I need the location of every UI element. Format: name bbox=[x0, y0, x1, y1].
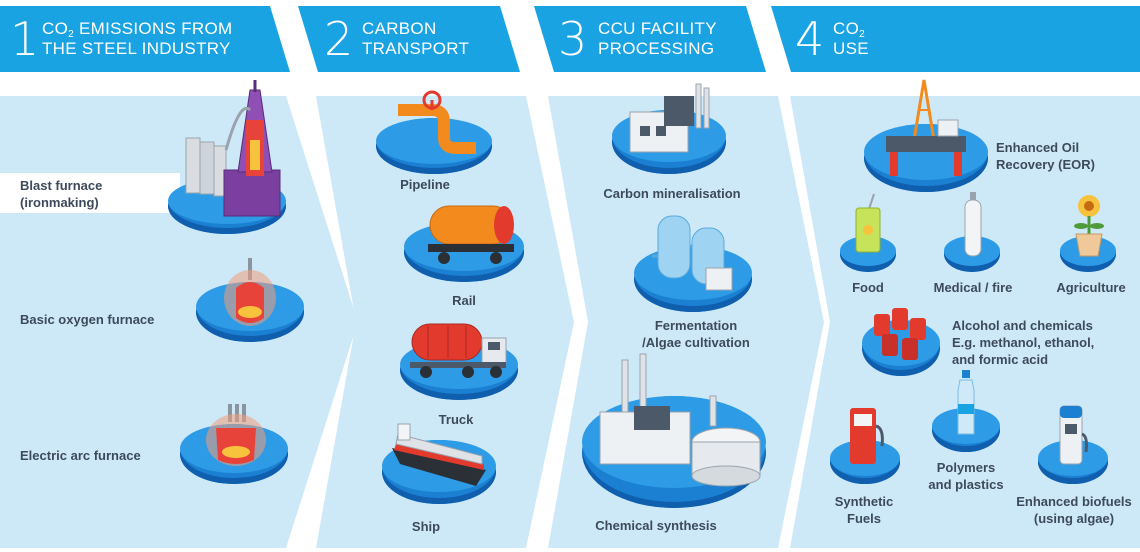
step-3-number: 3 bbox=[558, 12, 588, 66]
eor-label: Enhanced Oil Recovery (EOR) bbox=[996, 139, 1095, 173]
food-drink-icon bbox=[855, 193, 881, 253]
step-1-number: 1 bbox=[10, 12, 40, 66]
oil-rig-icon bbox=[886, 79, 966, 176]
basic-oxygen-furnace-icon bbox=[224, 258, 276, 326]
blast-furnace-label-line2: (ironmaking) bbox=[20, 195, 99, 210]
step-3-title-line1: CCU FACILITY bbox=[598, 19, 717, 38]
alcohol-label-line2: E.g. methanol, ethanol, bbox=[952, 335, 1095, 350]
alcohol-label-line3: and formic acid bbox=[952, 352, 1049, 367]
truck-label: Truck bbox=[438, 412, 474, 427]
step-1-title-pre: CO bbox=[42, 19, 69, 38]
rail-label: Rail bbox=[452, 293, 476, 308]
step-1-header: 1 CO2 EMISSIONS FROM THE STEEL INDUSTRY bbox=[0, 6, 290, 72]
step-4-title: CO2 USE bbox=[833, 19, 869, 59]
step-2-header: 2 CARBON TRANSPORT bbox=[298, 6, 520, 72]
flower-pot-icon bbox=[1074, 195, 1104, 257]
step-4-title-line2: USE bbox=[833, 39, 869, 58]
step-3-header: 3 CCU FACILITY PROCESSING bbox=[534, 6, 766, 72]
step-3-title: CCU FACILITY PROCESSING bbox=[598, 19, 717, 59]
step-4-number: 4 bbox=[795, 12, 825, 66]
electric-arc-furnace-icon bbox=[206, 404, 266, 466]
medical-fire-label: Medical / fire bbox=[933, 280, 1013, 295]
polymers-line2: and plastics bbox=[928, 477, 1004, 492]
polymers-line1: Polymers bbox=[936, 460, 996, 475]
chemical-barrels-icon bbox=[874, 308, 926, 360]
carbon-mineralisation-label: Carbon mineralisation bbox=[603, 186, 741, 201]
basic-oxygen-furnace-label: Basic oxygen furnace bbox=[20, 312, 155, 327]
ship-label: Ship bbox=[411, 519, 441, 534]
step-4-header: 4 CO2 USE bbox=[771, 6, 1140, 72]
step-3-title-line2: PROCESSING bbox=[598, 39, 715, 58]
rail-tank-icon bbox=[428, 205, 514, 264]
polymers-plastics-label: Polymers and plastics bbox=[916, 459, 1016, 493]
synthetic-fuels-line1: Synthetic bbox=[834, 494, 894, 509]
blast-furnace-label-box bbox=[0, 173, 180, 213]
step-2-title-line2: TRANSPORT bbox=[362, 39, 470, 58]
fuel-pump-icon bbox=[850, 408, 884, 464]
gas-cylinder-icon bbox=[964, 192, 982, 257]
step-2-title: CARBON TRANSPORT bbox=[362, 19, 469, 59]
chemical-synthesis-label: Chemical synthesis bbox=[595, 518, 717, 533]
enhanced-biofuels-label: Enhanced biofuels (using algae) bbox=[1008, 493, 1140, 527]
chemical-plant-icon bbox=[599, 353, 761, 487]
step-1-title: CO2 EMISSIONS FROM THE STEEL INDUSTRY bbox=[42, 19, 232, 59]
step-4-title-sub: 2 bbox=[859, 29, 865, 40]
step-2-number: 2 bbox=[324, 12, 354, 66]
eor-label-line1: Enhanced Oil bbox=[996, 140, 1080, 155]
step-1-title-line2: THE STEEL INDUSTRY bbox=[42, 39, 231, 58]
blast-furnace-label: Blast furnace (ironmaking) bbox=[20, 177, 102, 211]
biofuels-line1: Enhanced biofuels bbox=[1016, 494, 1132, 509]
blast-furnace-label-line1: Blast furnace bbox=[20, 178, 103, 193]
electric-arc-furnace-label: Electric arc furnace bbox=[20, 448, 141, 463]
pipeline-label: Pipeline bbox=[400, 177, 450, 192]
fermentation-label: Fermentation /Algae cultivation bbox=[616, 317, 776, 351]
mineralisation-plant-icon bbox=[629, 83, 710, 153]
step-1-title-post: EMISSIONS FROM bbox=[73, 19, 233, 38]
step-4-title-pre: CO bbox=[833, 19, 860, 38]
alcohol-label-line1: Alcohol and chemicals bbox=[952, 318, 1093, 333]
eor-label-line2: Recovery (EOR) bbox=[996, 157, 1095, 172]
agriculture-label: Agriculture bbox=[1056, 280, 1126, 295]
ship-icon bbox=[392, 423, 486, 486]
pipeline-icon bbox=[398, 90, 476, 154]
fermentation-tanks-icon bbox=[652, 215, 733, 291]
food-label: Food bbox=[852, 280, 884, 295]
biofuel-charger-icon bbox=[1059, 405, 1088, 465]
fermentation-label-line1: Fermentation bbox=[654, 318, 738, 333]
synthetic-fuels-label: Synthetic Fuels bbox=[820, 493, 908, 527]
alcohol-chemicals-label: Alcohol and chemicals E.g. methanol, eth… bbox=[952, 317, 1094, 368]
step-2-title-line1: CARBON bbox=[362, 19, 437, 38]
biofuels-line2: (using algae) bbox=[1033, 511, 1115, 526]
synthetic-fuels-line2: Fuels bbox=[847, 511, 881, 526]
fermentation-label-line2: /Algae cultivation bbox=[642, 335, 750, 350]
truck-tank-icon bbox=[410, 323, 507, 378]
blast-furnace-icon bbox=[185, 80, 281, 217]
step-1-title-sub: 2 bbox=[68, 29, 74, 40]
plastic-bottle-icon bbox=[957, 370, 975, 435]
